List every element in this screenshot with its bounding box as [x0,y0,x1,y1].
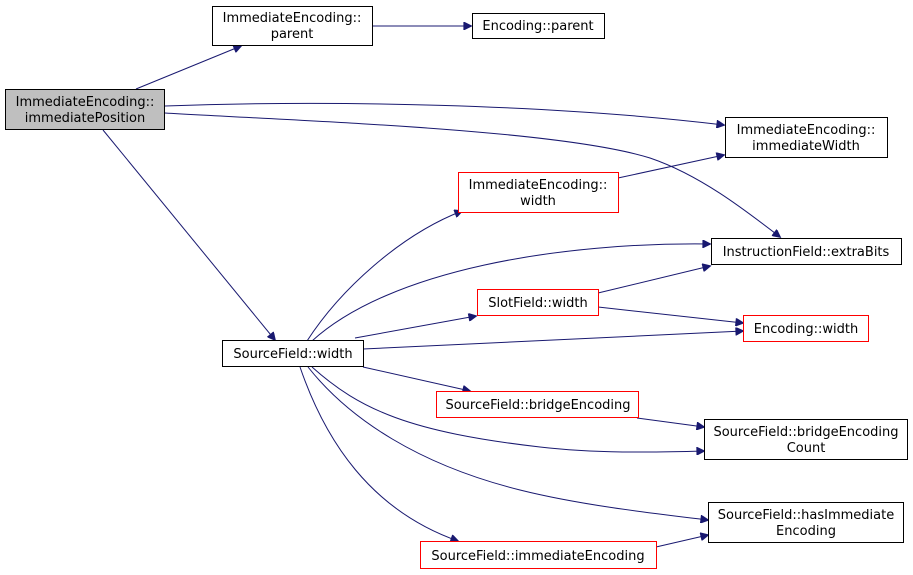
node-label: Encoding::width [754,322,859,337]
node-encoding-parent[interactable]: Encoding::parent [472,13,605,39]
node-immediate-encoding-parent[interactable]: ImmediateEncoding:: parent [212,6,373,46]
node-slot-field-width[interactable]: SlotField::width [477,289,599,316]
edge-root-to-ie-immwidth [164,102,724,125]
edge-root-to-sf-width [102,129,275,340]
node-label-line-1: ImmediateEncoding:: [16,95,155,110]
node-label: InstructionField::extraBits [723,245,890,260]
edge-sf-width-to-enc-width [362,331,743,350]
node-label-line-2: Encoding [776,524,836,539]
edge-sf-width-to-sf-bridge [362,366,470,391]
node-immediate-position[interactable]: ImmediateEncoding:: immediatePosition [5,89,165,130]
node-label: Encoding::parent [482,19,593,34]
node-source-field-has-immediate-encoding[interactable]: SourceField::hasImmediate Encoding [708,502,904,543]
edge-sf-bridge-to-sf-bridgecount [636,417,704,427]
edge-sf-width-to-if-extrabits [311,244,710,342]
node-source-field-width[interactable]: SourceField::width [222,340,364,367]
node-encoding-width[interactable]: Encoding::width [743,315,869,342]
node-instruction-field-extra-bits[interactable]: InstructionField::extraBits [711,238,902,265]
node-label-line-2: width [520,194,556,209]
edge-ie-width-to-ie-immwidth [617,155,724,179]
node-immediate-encoding-immediate-width[interactable]: ImmediateEncoding:: immediateWidth [725,117,888,158]
node-label-line-1: ImmediateEncoding:: [469,178,608,193]
node-label: SourceField::immediateEncoding [431,549,644,564]
node-source-field-bridge-encoding-count[interactable]: SourceField::bridgeEncoding Count [704,419,908,460]
node-label-line-2: parent [271,27,314,42]
edge-slot-width-to-enc-width [597,306,743,323]
edge-root-to-ie-parent [135,46,241,90]
edge-sf-immenc-to-sf-hasimm [655,535,708,548]
node-label: SourceField::width [233,347,352,362]
edges [102,26,780,548]
edge-root-to-if-extrabits [164,112,780,237]
node-label: SourceField::bridgeEncoding [445,398,630,413]
node-source-field-immediate-encoding[interactable]: SourceField::immediateEncoding [420,541,657,569]
node-label-line-2: immediatePosition [25,111,145,126]
edge-sf-width-to-sf-hasimm [307,366,708,520]
edge-sf-width-to-slot-width [354,316,476,339]
edge-slot-width-to-if-extrabits [597,266,710,294]
edge-sf-width-to-ie-width [306,211,462,342]
node-immediate-encoding-width[interactable]: ImmediateEncoding:: width [458,172,619,213]
node-label-line-1: SourceField::bridgeEncoding [713,425,898,440]
node-label-line-1: ImmediateEncoding:: [737,123,876,138]
edge-sf-width-to-sf-bridgecount [311,366,704,452]
edge-sf-width-to-sf-immenc [299,366,458,541]
node-source-field-bridge-encoding[interactable]: SourceField::bridgeEncoding [436,391,639,418]
node-label: SlotField::width [488,296,588,311]
node-label-line-2: Count [787,441,826,456]
node-label-line-1: SourceField::hasImmediate [718,508,894,523]
node-label-line-2: immediateWidth [752,139,860,154]
node-label-line-1: ImmediateEncoding:: [223,11,362,26]
